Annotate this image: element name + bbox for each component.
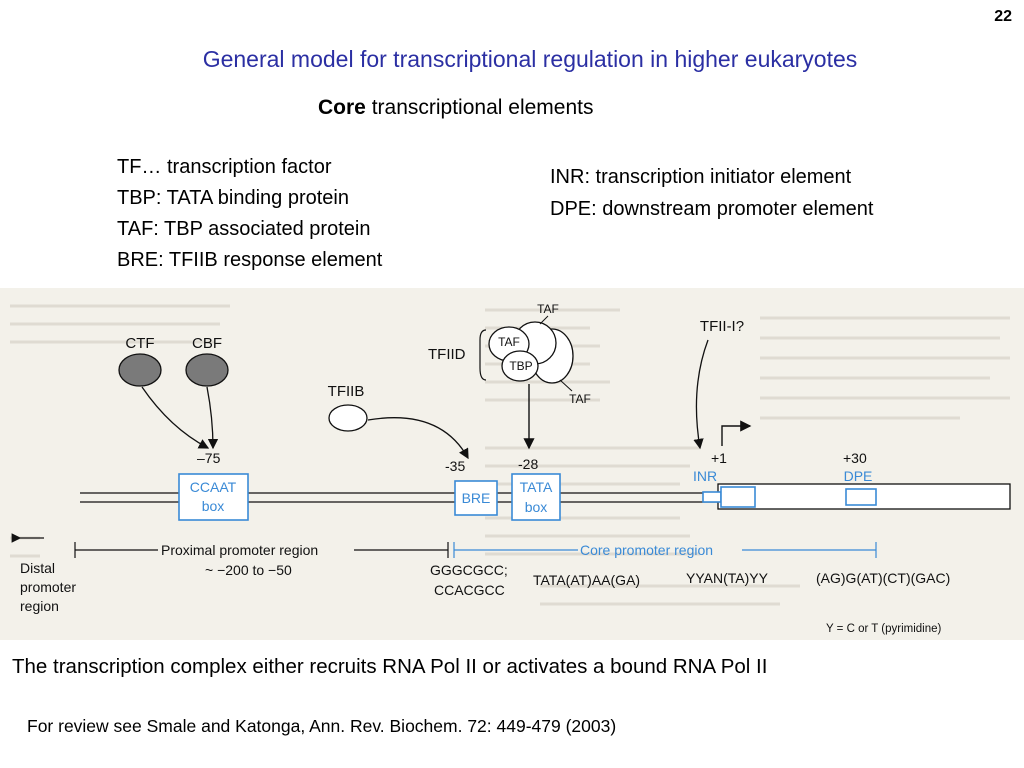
ccaat-label-2: box xyxy=(202,498,225,514)
taf-top-label: TAF xyxy=(537,302,559,316)
tata-label-2: box xyxy=(525,499,548,515)
tata-box xyxy=(511,473,561,521)
distal-label-2: promoter xyxy=(20,579,76,595)
taf-bottom-pointer xyxy=(559,379,573,392)
proximal-region-label: Proximal promoter region xyxy=(161,542,318,558)
cbf-label: CBF xyxy=(192,335,222,352)
tfiib-factor xyxy=(328,404,368,432)
position-plus30: +30 xyxy=(843,450,867,466)
slide-title: General model for transcriptional regula… xyxy=(202,46,858,72)
slide-number: 22 xyxy=(994,8,1012,25)
tbp-label: TBP xyxy=(509,359,532,373)
dpe-sequence: (AG)G(AT)(CT)(GAC) xyxy=(816,570,950,586)
tfii-i-label: TFII-I? xyxy=(700,318,744,335)
bre-sequence-2: CCACGCC xyxy=(434,582,505,598)
tata-label-1: TATA xyxy=(520,479,553,495)
definitions-left: TF… transcription factor TBP: TATA bindi… xyxy=(117,152,382,276)
position-minus35: -35 xyxy=(445,458,465,474)
cbf-arrow xyxy=(206,386,219,450)
dpe-label: DPE xyxy=(844,468,873,484)
tfiib-arrow xyxy=(367,417,469,460)
bre-box xyxy=(454,480,498,516)
definition-tbp: TBP: TATA binding protein xyxy=(117,187,349,209)
tfiid-label: TFIID xyxy=(428,346,466,363)
tata-sequence: TATA(AT)AA(GA) xyxy=(533,572,640,588)
definition-taf: TAF: TBP associated protein xyxy=(117,218,371,240)
dpe-box xyxy=(845,488,877,506)
definition-dpe: DPE: downstream promoter element xyxy=(550,198,874,220)
promoter-diagram: CCAAT box BRE TATA box INR DPE –75 -35 -… xyxy=(0,288,1024,640)
ccaat-box xyxy=(178,473,249,521)
position-minus75: –75 xyxy=(197,450,221,466)
cbf-factor xyxy=(185,353,229,387)
subtitle-bold: Core xyxy=(318,96,366,119)
inr-sequence: YYAN(TA)YY xyxy=(686,570,769,586)
tfiid-complex xyxy=(488,321,574,384)
bre-label: BRE xyxy=(462,490,491,506)
subtitle-rest: transcriptional elements xyxy=(371,96,594,119)
position-minus28: -28 xyxy=(518,456,538,472)
caption: The transcription complex either recruit… xyxy=(12,655,768,678)
definition-bre: BRE: TFIIB response element xyxy=(117,249,383,271)
distal-label-1: Distal xyxy=(20,560,55,576)
proximal-range-label: ~ −200 to −50 xyxy=(205,562,292,578)
ccaat-label-1: CCAAT xyxy=(190,479,237,495)
transcription-start-arrow xyxy=(721,420,752,446)
inr-label: INR xyxy=(693,468,717,484)
tfii-i-arrow xyxy=(693,339,709,450)
subtitle: Core transcriptional elements xyxy=(318,96,593,120)
ctf-arrow xyxy=(141,386,210,449)
definition-tf: TF… transcription factor xyxy=(117,156,332,178)
position-plus1: +1 xyxy=(711,450,727,466)
inr-box-small xyxy=(702,491,722,503)
ctf-factor xyxy=(118,353,162,387)
bleed-through-texture xyxy=(10,304,1010,606)
taf-top-pointer xyxy=(539,315,549,325)
taf-bottom-label: TAF xyxy=(569,392,591,406)
distal-label-3: region xyxy=(20,598,59,614)
bre-sequence-1: GGGCGCC; xyxy=(430,562,508,578)
definitions-right: INR: transcription initiator element DPE… xyxy=(550,161,873,225)
core-region-label: Core promoter region xyxy=(580,542,713,558)
tfiid-bracket xyxy=(479,329,487,381)
taf-inner-label: TAF xyxy=(498,335,520,349)
ctf-label: CTF xyxy=(125,335,154,352)
inr-box xyxy=(720,486,756,508)
definition-inr: INR: transcription initiator element xyxy=(550,166,852,188)
tfiib-label: TFIIB xyxy=(328,383,365,400)
pyrimidine-footnote: Y = C or T (pyrimidine) xyxy=(826,623,942,635)
reference: For review see Smale and Katonga, Ann. R… xyxy=(27,716,617,736)
